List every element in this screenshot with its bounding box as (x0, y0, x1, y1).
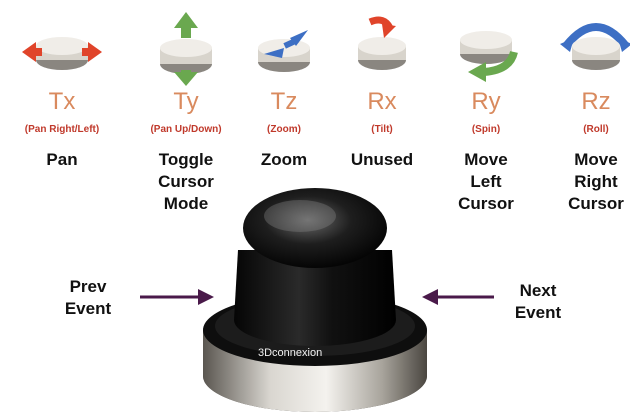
axis-column-tx: Tx (Pan Right/Left) Pan (12, 0, 112, 230)
axis-function: Move Right Cursor (568, 150, 624, 213)
axis-code: Tz (270, 88, 298, 115)
axis-description: (Zoom) (267, 124, 301, 135)
axis-code: Rx (367, 88, 397, 115)
axis-description: (Tilt) (371, 124, 393, 135)
axis-description: (Pan Right/Left) (24, 124, 100, 135)
axis-function: Pan (46, 150, 78, 169)
axis-column-ty: Ty (Pan Up/Down) Toggle Cursor Mode (136, 0, 236, 230)
axis-code: Tx (48, 88, 76, 115)
3d-mouse-device-icon: 3Dconnexion (203, 188, 427, 412)
tilt-icon (358, 16, 406, 70)
prev-event-arrowhead (198, 289, 214, 305)
spin-icon (460, 31, 518, 82)
axis-column-rz: Rz (Roll) Move Right Cursor (546, 0, 630, 230)
axis-column-ry: Ry (Spin) Move Left Cursor (436, 0, 536, 230)
zoom-icon (258, 30, 310, 72)
pan-right-left-icon (22, 37, 102, 70)
axis-code: Ty (173, 88, 199, 115)
axis-column-rx: Rx (Tilt) Unused (332, 0, 432, 230)
axis-code: Ry (471, 88, 501, 115)
axis-function: Unused (350, 150, 414, 169)
prev-event-label: Prev Event (64, 277, 112, 318)
axis-description: (Pan Up/Down) (150, 124, 222, 135)
next-event-arrowhead (422, 289, 438, 305)
brand-label: 3Dconnexion (258, 347, 322, 359)
axis-description: (Roll) (583, 124, 609, 135)
axis-code: Rz (581, 88, 611, 115)
axis-function: Move Left Cursor (458, 150, 514, 213)
roll-icon (560, 23, 630, 70)
axis-function: Zoom (260, 150, 308, 169)
axis-function: Toggle Cursor Mode (158, 150, 214, 213)
axis-description: (Spin) (471, 124, 501, 135)
next-event-label: Next Event (514, 281, 562, 322)
axis-column-tz: Tz (Zoom) Zoom (234, 0, 334, 230)
pan-up-down-icon (160, 12, 212, 86)
